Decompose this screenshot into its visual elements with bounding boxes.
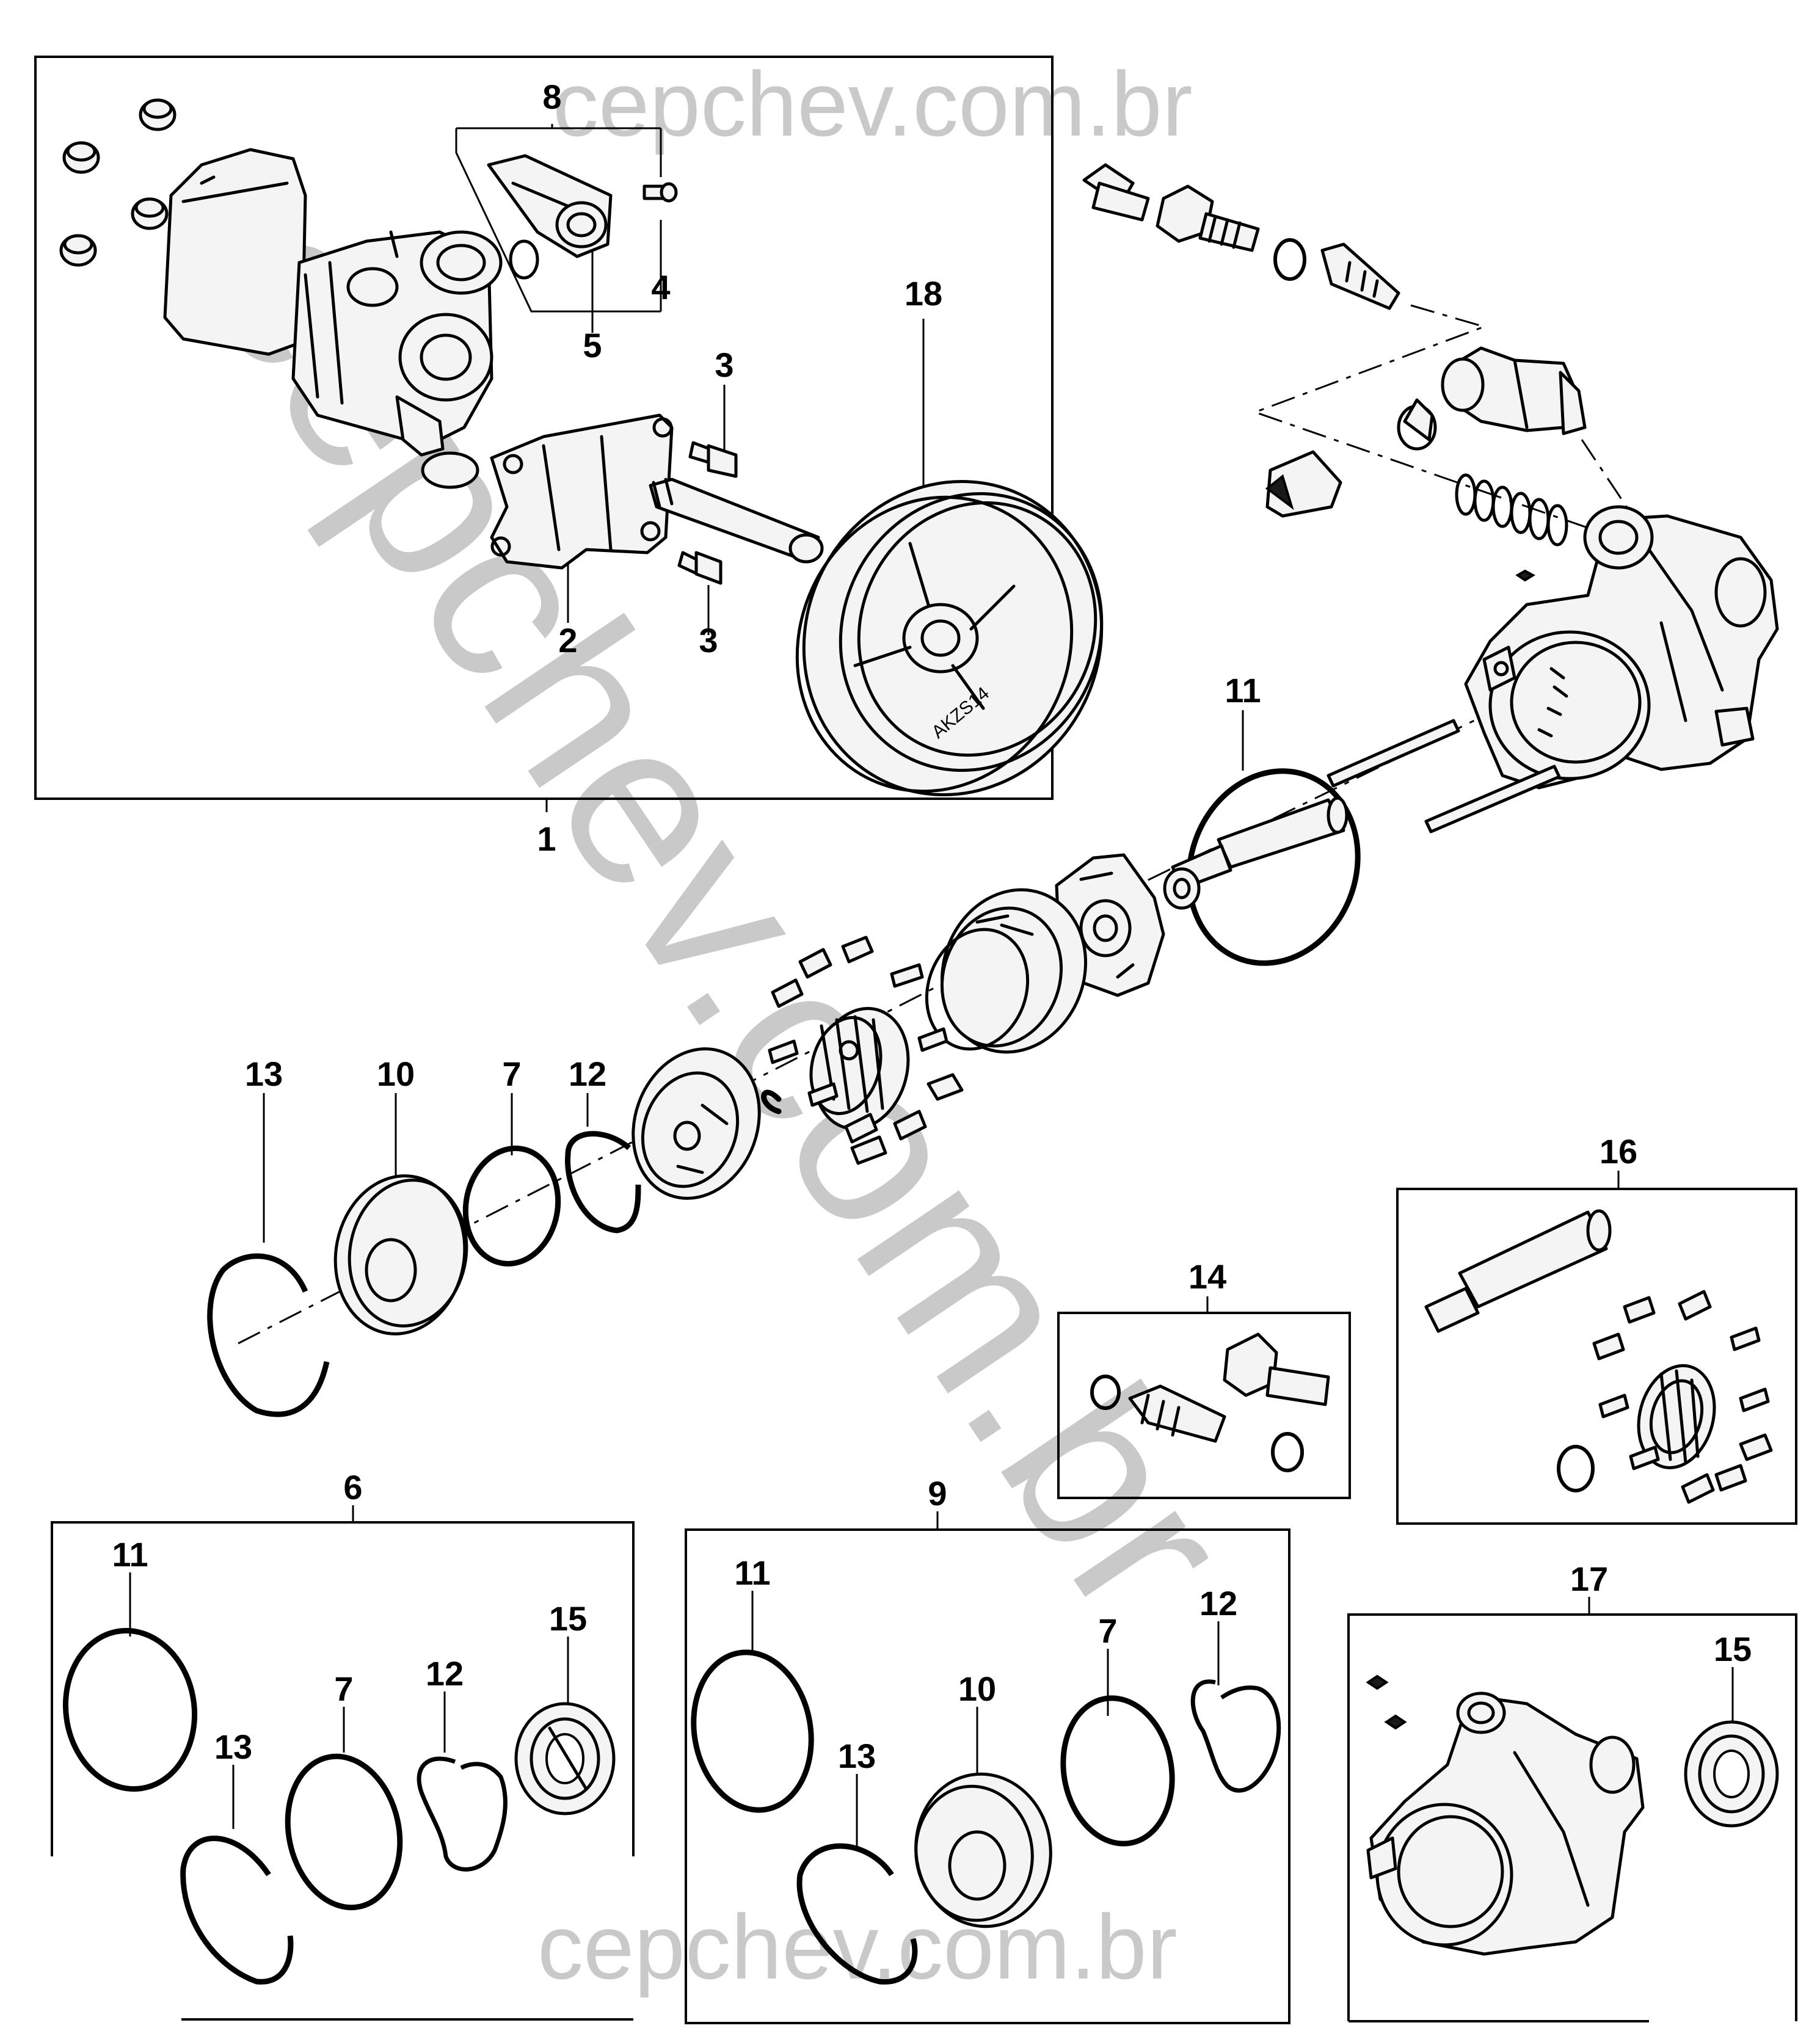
label-6: 6 <box>343 1468 362 1506</box>
pump-housing <box>1464 505 1779 790</box>
label-5: 5 <box>583 326 602 365</box>
label-12-box9: 12 <box>1199 1584 1237 1622</box>
label-13-main: 13 <box>245 1055 283 1093</box>
label-3-bottom: 3 <box>699 621 718 659</box>
label-15-box17: 15 <box>1714 1630 1752 1668</box>
label-17: 17 <box>1570 1560 1608 1598</box>
exploded-rings-row <box>207 1131 641 1417</box>
assembly-17-contents <box>1366 1674 1779 1956</box>
pump-body-part-1 <box>163 148 503 457</box>
watermark-bottom: cepchev.com.br <box>537 1895 1178 1998</box>
assembly-box-14 <box>1057 1312 1351 1499</box>
label-18: 18 <box>905 274 942 313</box>
assembly-box-17 <box>1347 1613 1797 2022</box>
label-7-main: 7 <box>502 1055 521 1093</box>
bracket-part-2 <box>490 413 674 570</box>
assembly-16-contents <box>1424 1209 1773 1504</box>
label-4: 4 <box>651 268 670 307</box>
label-7-box6: 7 <box>334 1670 353 1708</box>
rotor-and-vanes <box>768 936 964 1165</box>
leader-lines <box>129 124 1734 1850</box>
label-12-main: 12 <box>569 1055 606 1093</box>
label-2: 2 <box>558 621 577 659</box>
assembly-box-1 <box>34 56 1054 800</box>
label-15-box6: 15 <box>549 1599 587 1638</box>
assembly-9-contents <box>691 1649 1281 1985</box>
assembly-6-contents <box>62 1627 616 1985</box>
label-3-top: 3 <box>715 346 733 384</box>
label-9: 9 <box>928 1474 947 1513</box>
assembly-box-6 <box>51 1521 635 1856</box>
assembly-box-9 <box>685 1528 1290 2024</box>
valve-parts <box>1082 163 1587 518</box>
label-10-main: 10 <box>377 1055 415 1093</box>
label-7-box9: 7 <box>1098 1611 1117 1650</box>
drive-shaft <box>1163 796 1349 910</box>
shaft-part <box>649 478 824 564</box>
assembly-14-contents <box>1090 1332 1330 1472</box>
cam-ring <box>925 888 1088 1054</box>
spring-part <box>1455 473 1568 547</box>
label-13-box9: 13 <box>838 1737 876 1775</box>
label-16: 16 <box>1600 1132 1637 1171</box>
plug-caps <box>59 98 479 489</box>
assembly-box-16 <box>1396 1188 1797 1525</box>
watermark-top: cepchev.com.br <box>553 53 1193 155</box>
retainer-clip <box>761 1089 782 1114</box>
label-14: 14 <box>1188 1257 1226 1296</box>
pulley-part-18: AKZS14 <box>795 479 1104 797</box>
label-13-box6: 13 <box>214 1728 252 1766</box>
label-1: 1 <box>537 819 556 858</box>
alignment-lines <box>238 304 1650 1345</box>
part-labels: 8 4 5 18 3 3 2 1 11 13 10 7 12 14 16 6 9… <box>112 78 1752 1775</box>
bolts-part-3 <box>677 441 738 585</box>
side-plate <box>632 1047 761 1200</box>
label-12-box6: 12 <box>426 1654 464 1693</box>
label-11-box9: 11 <box>734 1553 770 1592</box>
label-11-main: 11 <box>1225 671 1261 710</box>
dowel-pins <box>1327 719 1561 834</box>
label-10-box9: 10 <box>958 1670 996 1708</box>
part-8-assembly <box>487 154 678 280</box>
o-ring-11-main <box>1186 768 1361 966</box>
label-8: 8 <box>542 78 561 116</box>
label-11-box6: 11 <box>112 1535 148 1574</box>
